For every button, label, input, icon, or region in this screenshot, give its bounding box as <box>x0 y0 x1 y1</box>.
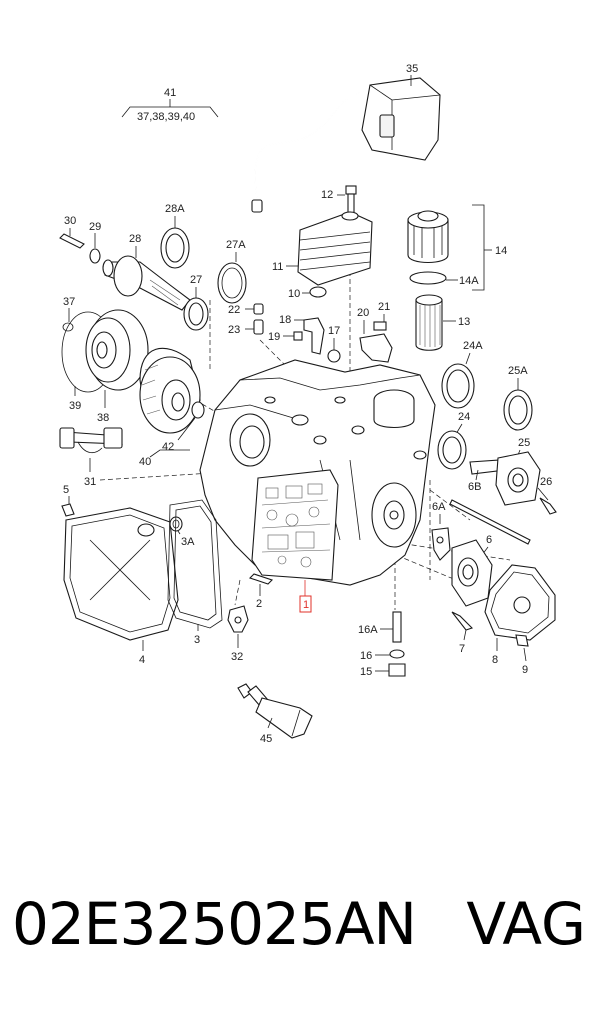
label-45: 45 <box>260 733 272 745</box>
label-4: 4 <box>139 654 145 666</box>
label-16a: 16A <box>358 624 378 636</box>
part-38-clutch: 37 39 38 <box>61 296 149 424</box>
label-29: 29 <box>89 221 101 233</box>
label-24: 24 <box>458 411 470 423</box>
label-6b: 6B <box>468 481 481 493</box>
label-27a: 27A <box>226 239 246 251</box>
label-32: 32 <box>231 651 243 663</box>
label-14: 14 <box>495 245 507 257</box>
label-39: 39 <box>69 400 81 412</box>
label-3a: 3A <box>181 536 195 548</box>
part-3-gasket: 3A 3 <box>167 499 223 646</box>
part-16-drain-plug: 16A 16 15 <box>358 611 406 678</box>
label-3: 3 <box>194 634 200 646</box>
label-22: 22 <box>228 304 240 316</box>
label-35: 35 <box>406 63 418 75</box>
label-11: 11 <box>272 261 283 273</box>
label-41: 41 <box>164 87 176 99</box>
label-6: 6 <box>486 534 492 546</box>
label-17: 17 <box>328 325 340 337</box>
part-35-control-unit: 35 <box>361 63 441 161</box>
part-number: 02E325025AN <box>12 890 417 958</box>
part-8-cover: 8 9 <box>484 564 556 676</box>
label-38: 38 <box>97 412 109 424</box>
label-13: 13 <box>458 316 470 328</box>
label-37: 37 <box>63 296 75 308</box>
brand-name: VAG <box>466 890 586 958</box>
part-32-connector: 32 <box>227 605 249 663</box>
part-18-lever: 18 19 17 <box>268 314 341 363</box>
part-7-bolt: 7 <box>451 611 474 655</box>
label-15: 15 <box>360 666 372 678</box>
label-30: 30 <box>64 215 76 227</box>
label-8: 8 <box>492 654 498 666</box>
label-16: 16 <box>360 650 372 662</box>
part-40-gear-assembly: 40 42 <box>139 347 205 468</box>
label-23: 23 <box>228 324 240 336</box>
label-25: 25 <box>518 437 530 449</box>
label-31: 31 <box>84 476 96 488</box>
label-28a: 28A <box>165 203 185 215</box>
label-7: 7 <box>459 643 465 655</box>
part-1-mechatronic-unit: 1 <box>251 469 339 613</box>
part-22-23-plugs: 22 23 <box>228 303 264 336</box>
label-25a: 25A <box>508 365 528 377</box>
label-41-sub: 37,38,39,40 <box>137 111 195 123</box>
label-19: 19 <box>268 331 280 343</box>
label-40: 40 <box>139 456 151 468</box>
label-6a: 6A <box>432 501 446 513</box>
label-9: 9 <box>522 664 528 676</box>
part-6-pump: 6A 6 <box>431 501 493 607</box>
label-42: 42 <box>162 441 174 453</box>
label-10: 10 <box>288 288 300 300</box>
footer: 02E325025AN VAG <box>0 890 600 980</box>
part-4-cover: 5 4 <box>61 484 179 666</box>
label-5: 5 <box>63 484 69 496</box>
part-24-seals: 24A 24 <box>437 340 483 470</box>
label-1: 1 <box>303 599 309 611</box>
group-bracket-41: 41 37,38,39,40 <box>121 87 219 123</box>
part-long-bolt <box>449 499 531 545</box>
cable-harness <box>251 89 373 213</box>
label-12: 12 <box>321 189 333 201</box>
part-28a-seal: 28A <box>160 203 190 269</box>
part-28-drive-shaft: 30 29 28 <box>59 215 191 311</box>
part-25-flange: 25A 25 6B 26 <box>468 365 557 515</box>
label-26: 26 <box>540 476 552 488</box>
part-12-bolt: 12 <box>321 185 357 215</box>
part-20-bracket: 20 21 <box>357 301 393 363</box>
label-2: 2 <box>256 598 262 610</box>
part-31-sensor: 31 <box>59 427 123 488</box>
label-20: 20 <box>357 307 369 319</box>
exploded-parts-diagram: 41 37,38,39,40 35 12 11 10 <box>59 63 557 745</box>
label-14a: 14A <box>459 275 479 287</box>
label-28: 28 <box>129 233 141 245</box>
part-27-seals: 27A 27 <box>183 239 247 331</box>
label-18: 18 <box>279 314 291 326</box>
label-21: 21 <box>378 301 390 313</box>
part-2-bolt: 2 <box>248 573 274 610</box>
part-11-oil-cooler: 11 10 <box>272 211 373 300</box>
label-27: 27 <box>190 274 202 286</box>
part-45-sealant-tube: 45 <box>237 683 313 745</box>
label-24a: 24A <box>463 340 483 352</box>
part-14-filter-housing: 14 14A 13 <box>407 204 507 351</box>
